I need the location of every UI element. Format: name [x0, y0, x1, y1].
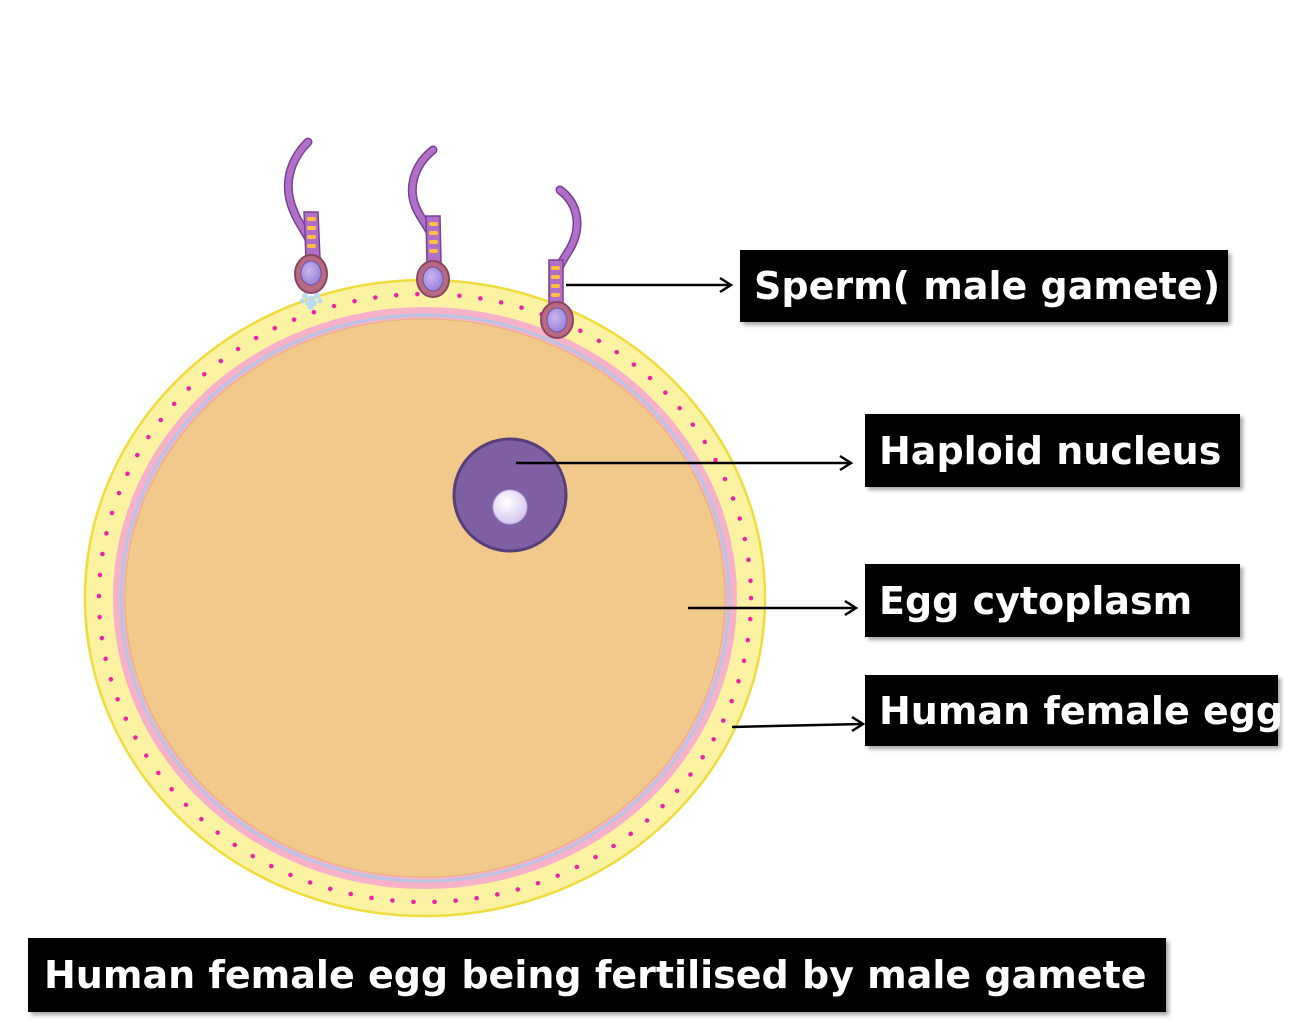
label-human-female-egg: Human female egg: [865, 675, 1283, 746]
arrow-cytoplasm: [688, 599, 859, 617]
sperm-2: [407, 145, 450, 298]
haploid-nucleus: [452, 437, 568, 553]
arrow-sperm: [566, 276, 734, 294]
cell-membrane-line: [119, 313, 731, 883]
label-egg-cytoplasm: Egg cytoplasm: [865, 564, 1240, 637]
pointer-arrows: [516, 276, 866, 733]
sperm-1: [283, 137, 328, 310]
nucleolus: [492, 489, 528, 525]
sperm-3: [540, 185, 582, 339]
label-sperm: Sperm( male gamete): [740, 250, 1228, 322]
arrow-nucleus: [516, 454, 854, 472]
diagram-caption: Human female egg being fertilised by mal…: [28, 938, 1166, 1012]
cell-membrane-dots: [96, 291, 754, 905]
human-female-egg: [83, 278, 767, 918]
label-haploid-nucleus: Haploid nucleus: [865, 414, 1240, 487]
arrow-egg: [731, 715, 866, 733]
egg-cytoplasm: [124, 318, 726, 878]
